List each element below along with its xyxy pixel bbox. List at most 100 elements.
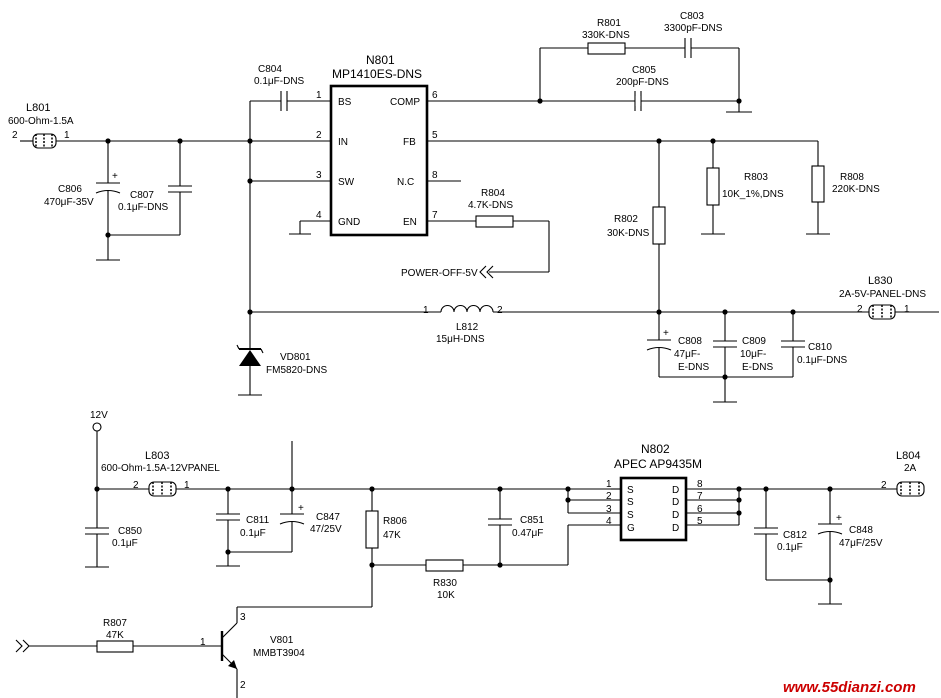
l803-value: 600-Ohm-1.5A-12VPANEL xyxy=(101,463,220,474)
n802-num-2: 2 xyxy=(606,491,612,502)
l801-ref: L801 xyxy=(26,102,50,114)
c848-value: 47μF/25V xyxy=(839,538,883,549)
capacitor-c807 xyxy=(108,141,192,236)
l804-pin2: 2 xyxy=(881,480,887,491)
diode-vd801 xyxy=(236,312,264,396)
junction xyxy=(722,374,728,380)
v801-ref: V801 xyxy=(270,635,294,646)
n801-pin-fb: FB xyxy=(403,137,416,148)
r804-ref: R804 xyxy=(481,188,505,199)
c847-ref: C847 xyxy=(316,512,340,523)
c812-value: 0.1μF xyxy=(777,542,803,553)
l812-pin2: 2 xyxy=(497,305,503,316)
r802-ref: R802 xyxy=(614,214,638,225)
l804-value: 2A xyxy=(904,463,917,474)
c811-value: 0.1μF xyxy=(240,528,266,539)
n802-source-gate-wiring xyxy=(567,488,621,565)
l803-pin1: 1 xyxy=(184,480,190,491)
l801-value: 600-Ohm-1.5A xyxy=(8,116,74,127)
n802-pin-d8: D xyxy=(672,485,679,496)
capacitor-c804 xyxy=(250,91,331,111)
l812-pin1: 1 xyxy=(423,305,429,316)
junction xyxy=(736,486,742,492)
r804-value: 4.7K-DNS xyxy=(468,200,513,211)
c812-ref: C812 xyxy=(783,530,807,541)
r803-ref: R803 xyxy=(744,172,768,183)
vd801-ref: VD801 xyxy=(280,352,311,363)
n802-pin-d5: D xyxy=(672,523,679,534)
n802-num-4: 4 xyxy=(606,516,612,527)
l812-ref: L812 xyxy=(456,322,479,333)
net-12v-label: 12V xyxy=(90,410,108,421)
c808-value1: 47μF- xyxy=(674,349,700,360)
n802-ref: N802 xyxy=(641,442,670,456)
r808-ref: R808 xyxy=(840,172,864,183)
n802-pin-s2: S xyxy=(627,497,634,508)
c803-ref: C803 xyxy=(680,11,704,22)
r830-value: 10K xyxy=(437,590,455,601)
n801-part: MP1410ES-DNS xyxy=(332,67,422,81)
n802-drain-wiring xyxy=(686,488,897,526)
junction xyxy=(736,497,742,503)
n801-num-7: 7 xyxy=(432,210,438,221)
n802-num-1: 1 xyxy=(606,479,612,490)
r801-value: 330K-DNS xyxy=(582,30,630,41)
output-capacitors: + xyxy=(646,312,805,403)
power-off-label: POWER-OFF-5V xyxy=(401,268,478,279)
inductor-l812 xyxy=(440,304,494,313)
12v-testpoint xyxy=(92,422,102,432)
n802-num-3: 3 xyxy=(606,504,612,515)
c807-ref: C807 xyxy=(130,190,154,201)
n802-pin-d6: D xyxy=(672,510,679,521)
l801-pin2: 2 xyxy=(12,130,18,141)
l803-pin2: 2 xyxy=(133,480,139,491)
c808-value2: E-DNS xyxy=(678,362,709,373)
c805-ref: C805 xyxy=(632,65,656,76)
c804-value: 0.1μF-DNS xyxy=(254,76,305,87)
resistor-r806 xyxy=(365,489,379,607)
r803-value: 10K_1%,DNS xyxy=(722,189,784,200)
bead-l830 xyxy=(868,304,939,320)
c847-value: 47/25V xyxy=(310,524,342,535)
n801-num-2: 2 xyxy=(316,130,322,141)
l830-pin2: 2 xyxy=(857,304,863,315)
n801-num-5: 5 xyxy=(432,130,438,141)
c809-ref: C809 xyxy=(742,336,766,347)
junction xyxy=(105,232,111,238)
r830-ref: R830 xyxy=(433,578,457,589)
c804-ref: C804 xyxy=(258,64,282,75)
l830-value: 2A-5V-PANEL-DNS xyxy=(839,289,926,300)
ic-n802 xyxy=(619,476,688,542)
l830-ref: L830 xyxy=(868,275,892,287)
n801-num-3: 3 xyxy=(316,170,322,181)
c848-ref: C848 xyxy=(849,525,873,536)
junction xyxy=(736,510,742,516)
n802-num-7: 7 xyxy=(697,491,703,502)
watermark-text: www.55dianzi.com xyxy=(783,679,916,696)
c851-value: 0.47μF xyxy=(512,528,543,539)
c810-ref: C810 xyxy=(808,342,832,353)
v801-pin2: 2 xyxy=(240,680,246,691)
c809-value2: E-DNS xyxy=(742,362,773,373)
r802-value: 30K-DNS xyxy=(607,228,650,239)
n801-num-1: 1 xyxy=(316,90,322,101)
n801-pin-sw: SW xyxy=(338,177,355,188)
n802-num-5: 5 xyxy=(697,516,703,527)
n801-num-6: 6 xyxy=(432,90,438,101)
svg-text:+: + xyxy=(298,503,304,514)
c809-value1: 10μF- xyxy=(740,349,766,360)
junction xyxy=(565,497,571,503)
r806-ref: R806 xyxy=(383,516,407,527)
l804-ref: L804 xyxy=(896,450,920,462)
r801-ref: R801 xyxy=(597,18,621,29)
c850-value: 0.1μF xyxy=(112,538,138,549)
junction xyxy=(827,577,833,583)
bead-l801 xyxy=(20,133,57,149)
capacitor-c848: + xyxy=(817,489,843,605)
c808-ref: C808 xyxy=(678,336,702,347)
comp-rc-network xyxy=(539,38,752,113)
c805-gap xyxy=(635,96,641,106)
resistor-r803 xyxy=(701,141,725,235)
c851-ref: C851 xyxy=(520,515,544,526)
